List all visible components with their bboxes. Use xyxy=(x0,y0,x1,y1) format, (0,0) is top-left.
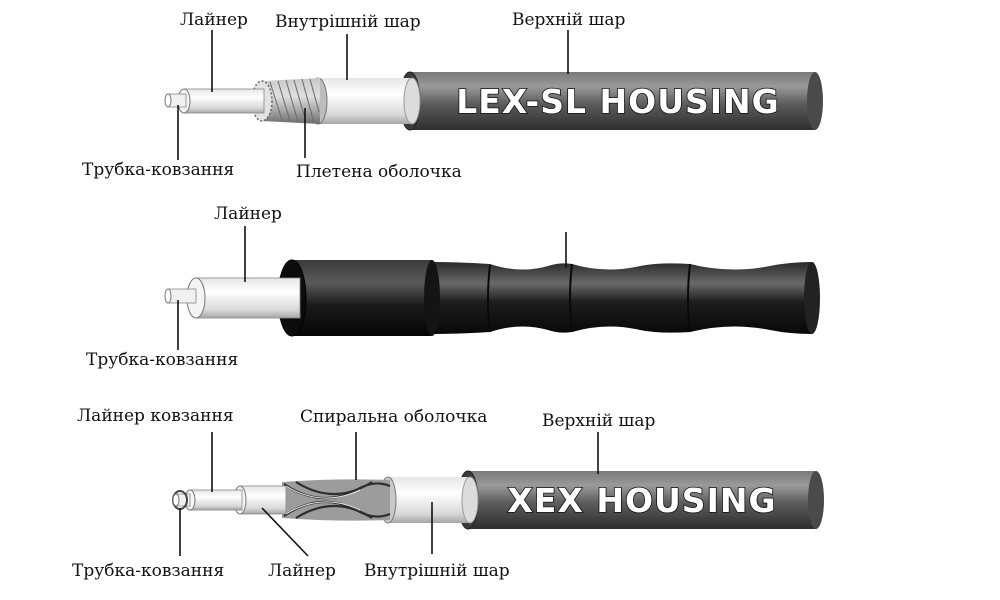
cable-2-slide-tube-label: Трубка-ковзання xyxy=(86,350,239,370)
cable-3-slide-liner xyxy=(184,489,243,511)
cable-1-leader-lines xyxy=(177,30,569,160)
cable-1-inner-layer xyxy=(308,77,421,125)
cable-1-housing-text: LEX-SL HOUSING xyxy=(456,82,780,121)
cable-3-inner-layer-label: Внутрішній шар xyxy=(364,561,510,581)
cable-3-xex: XEX HOUSING xyxy=(172,432,824,557)
cable-2-ribbed-housing xyxy=(430,262,820,334)
cable-3-slide-tube-label: Трубка-ковзання xyxy=(72,561,225,581)
cable-1-liner-label: Лайнер xyxy=(180,10,248,30)
cable-1-slide-tube xyxy=(164,93,187,108)
cable-2-leader-lines xyxy=(177,226,567,350)
cable-3-liner-label: Лайнер xyxy=(268,561,336,581)
cable-2-liner-label: Лайнер xyxy=(214,204,282,224)
cable-2-outer-sheath xyxy=(277,259,440,337)
cable-3-leader-lines xyxy=(179,432,599,557)
cable-1-liner xyxy=(177,88,265,114)
cable-3-slide-tube xyxy=(172,490,191,510)
cable-3-inner-layer xyxy=(379,476,479,524)
cable-1-lex-sl: LEX-SL HOUSING xyxy=(164,30,823,160)
cable-1-braided-sheath-label: Плетена оболочка xyxy=(296,162,462,182)
cable-2-liner xyxy=(186,277,301,319)
cable-1-outer-layer-label: Верхній шар xyxy=(512,10,626,30)
cable-2-ribbed xyxy=(164,226,820,350)
cable-3-slide-liner-label: Лайнер ковзання xyxy=(77,406,234,426)
cable-3-spiral-sheath xyxy=(282,479,391,521)
cable-1-slide-tube-label: Трубка-ковзання xyxy=(82,160,235,180)
cable-1-inner-layer-label: Внутрішній шар xyxy=(275,12,421,32)
cable-3-spiral-sheath-label: Спиральна оболочка xyxy=(300,407,488,427)
cable-3-outer-layer-label: Верхній шар xyxy=(542,411,656,431)
cable-3-housing-text: XEX HOUSING xyxy=(507,481,776,520)
cable-2-slide-tube xyxy=(164,288,197,304)
